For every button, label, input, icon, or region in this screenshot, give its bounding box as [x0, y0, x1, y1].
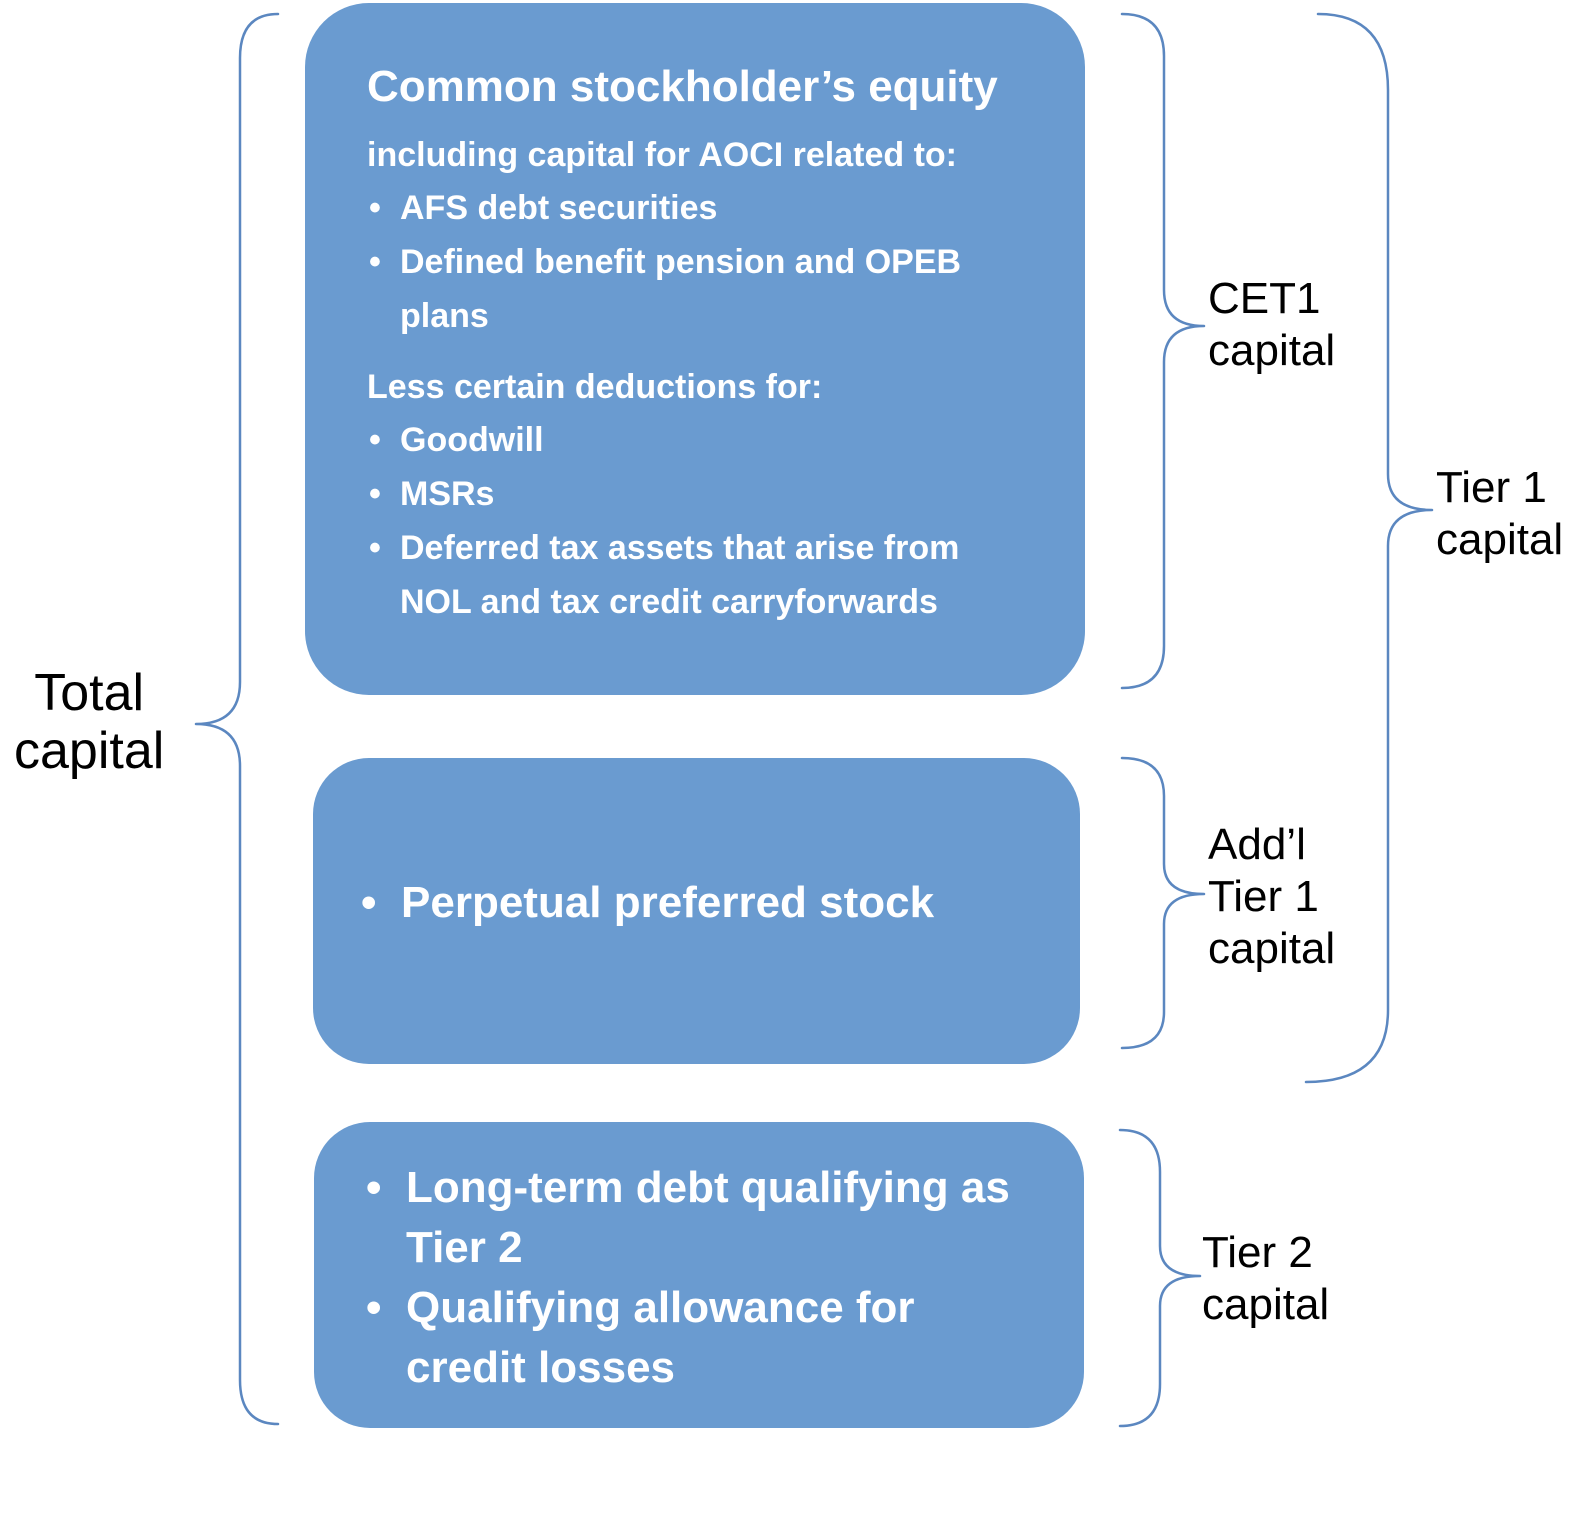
additional-tier1-list: Perpetual preferred stock: [359, 873, 1050, 933]
list-item: Goodwill: [367, 413, 1049, 467]
including-heading: including capital for AOCI related to:: [367, 136, 958, 174]
label-line: capital: [1436, 515, 1564, 564]
list-item: Deferred tax assets that arise from NOL …: [367, 521, 1020, 629]
label-line: Add’l: [1208, 820, 1306, 869]
deductions-list: Goodwill MSRs Deferred tax assets that a…: [367, 413, 1049, 629]
brace-tier2-capital: [1118, 1128, 1202, 1428]
list-item: Qualifying allowance for credit losses: [364, 1278, 966, 1398]
label-tier1-capital: Tier 1 capital: [1436, 462, 1563, 566]
label-line: Total: [34, 664, 145, 722]
label-total-capital: Total capital: [14, 664, 164, 780]
label-line: capital: [14, 722, 165, 780]
label-line: Tier 1: [1436, 463, 1547, 512]
list-item: Perpetual preferred stock: [359, 873, 1050, 933]
list-item: MSRs: [367, 467, 1049, 521]
label-line: capital: [1202, 1280, 1330, 1329]
brace-tier1-capital: [1304, 12, 1434, 1084]
label-line: capital: [1208, 326, 1336, 375]
brace-cet1-capital: [1120, 12, 1206, 690]
label-tier2-capital: Tier 2 capital: [1202, 1227, 1329, 1331]
tier2-list: Long-term debt qualifying as Tier 2 Qual…: [364, 1158, 1054, 1398]
label-line: CET1: [1208, 274, 1321, 323]
label-line: Tier 2: [1202, 1228, 1313, 1277]
box-additional-tier1: Perpetual preferred stock: [313, 758, 1080, 1064]
box-tier2: Long-term debt qualifying as Tier 2 Qual…: [314, 1122, 1084, 1428]
brace-total-capital: [194, 12, 280, 1426]
label-line: Tier 1: [1208, 872, 1319, 921]
label-additional-tier1-capital: Add’l Tier 1 capital: [1208, 819, 1335, 975]
box-common-equity: Common stockholder’s equity including ca…: [305, 3, 1085, 695]
label-line: capital: [1208, 924, 1336, 973]
deductions-heading: Less certain deductions for:: [367, 368, 823, 406]
brace-additional-tier1-capital: [1120, 756, 1206, 1050]
label-cet1-capital: CET1 capital: [1208, 273, 1335, 377]
list-item: Defined benefit pension and OPEB plans: [367, 235, 1020, 343]
list-item: Long-term debt qualifying as Tier 2: [364, 1158, 1016, 1278]
including-list: AFS debt securities Defined benefit pens…: [367, 181, 1049, 343]
box-common-equity-title: Common stockholder’s equity: [367, 62, 998, 111]
list-item: AFS debt securities: [367, 181, 1049, 235]
